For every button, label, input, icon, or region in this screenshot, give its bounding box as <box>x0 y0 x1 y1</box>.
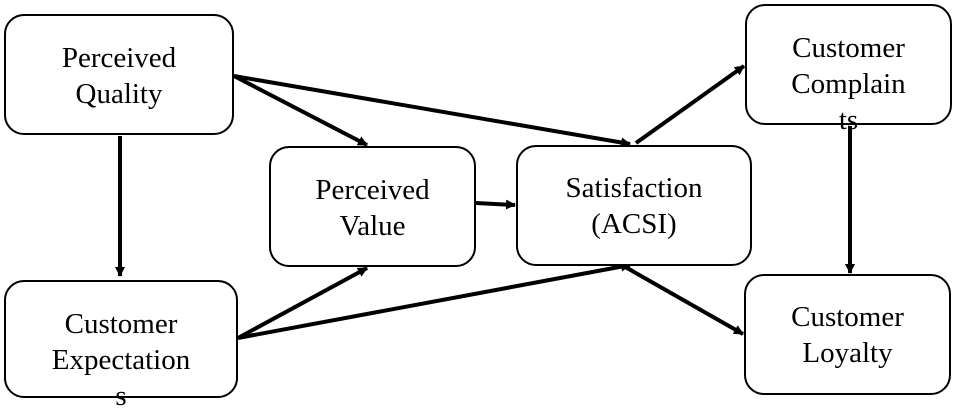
node-satisfaction: Satisfaction (ACSI) <box>516 145 752 266</box>
node-customer-loyalty: Customer Loyalty <box>744 274 951 395</box>
node-label-line: (ACSI) <box>591 208 677 240</box>
node-label-line: Expectation <box>51 344 191 376</box>
node-label-line: Satisfaction <box>565 172 703 204</box>
node-label-line: Value <box>339 210 406 242</box>
node-label-line: Customer <box>792 32 905 64</box>
arrow-perceived-quality-to-perceived-value <box>233 74 368 147</box>
edges-layer <box>115 64 855 340</box>
node-perceived-quality: Perceived Quality <box>4 14 234 135</box>
node-label-line: Perceived <box>315 174 430 206</box>
node-label-line: Customer <box>791 301 904 333</box>
node-customer-expectations: Customer Expectation s <box>4 280 238 412</box>
node-label-line: ts <box>838 104 859 136</box>
arrow-satisfaction-to-customer-complaints <box>634 64 746 145</box>
node-label-line: Complain <box>791 68 906 100</box>
node-perceived-value: Perceived Value <box>269 146 476 267</box>
node-label-line: Customer <box>64 308 178 340</box>
arrow-satisfaction-to-customer-loyalty <box>619 262 744 336</box>
node-label-line: Perceived <box>61 42 177 74</box>
node-label-line: Loyalty <box>802 337 893 369</box>
node-customer-complaints: Customer Complain ts <box>745 4 952 136</box>
node-label-line: s <box>115 380 127 412</box>
arrow-perceived-value-to-satisfaction <box>475 199 516 210</box>
arrow-perceived-quality-to-satisfaction <box>233 74 631 148</box>
arrow-customer-expectations-to-satisfaction <box>237 261 631 340</box>
node-label-line: Quality <box>75 78 163 110</box>
arrow-customer-expectations-to-perceived-value <box>237 266 368 340</box>
